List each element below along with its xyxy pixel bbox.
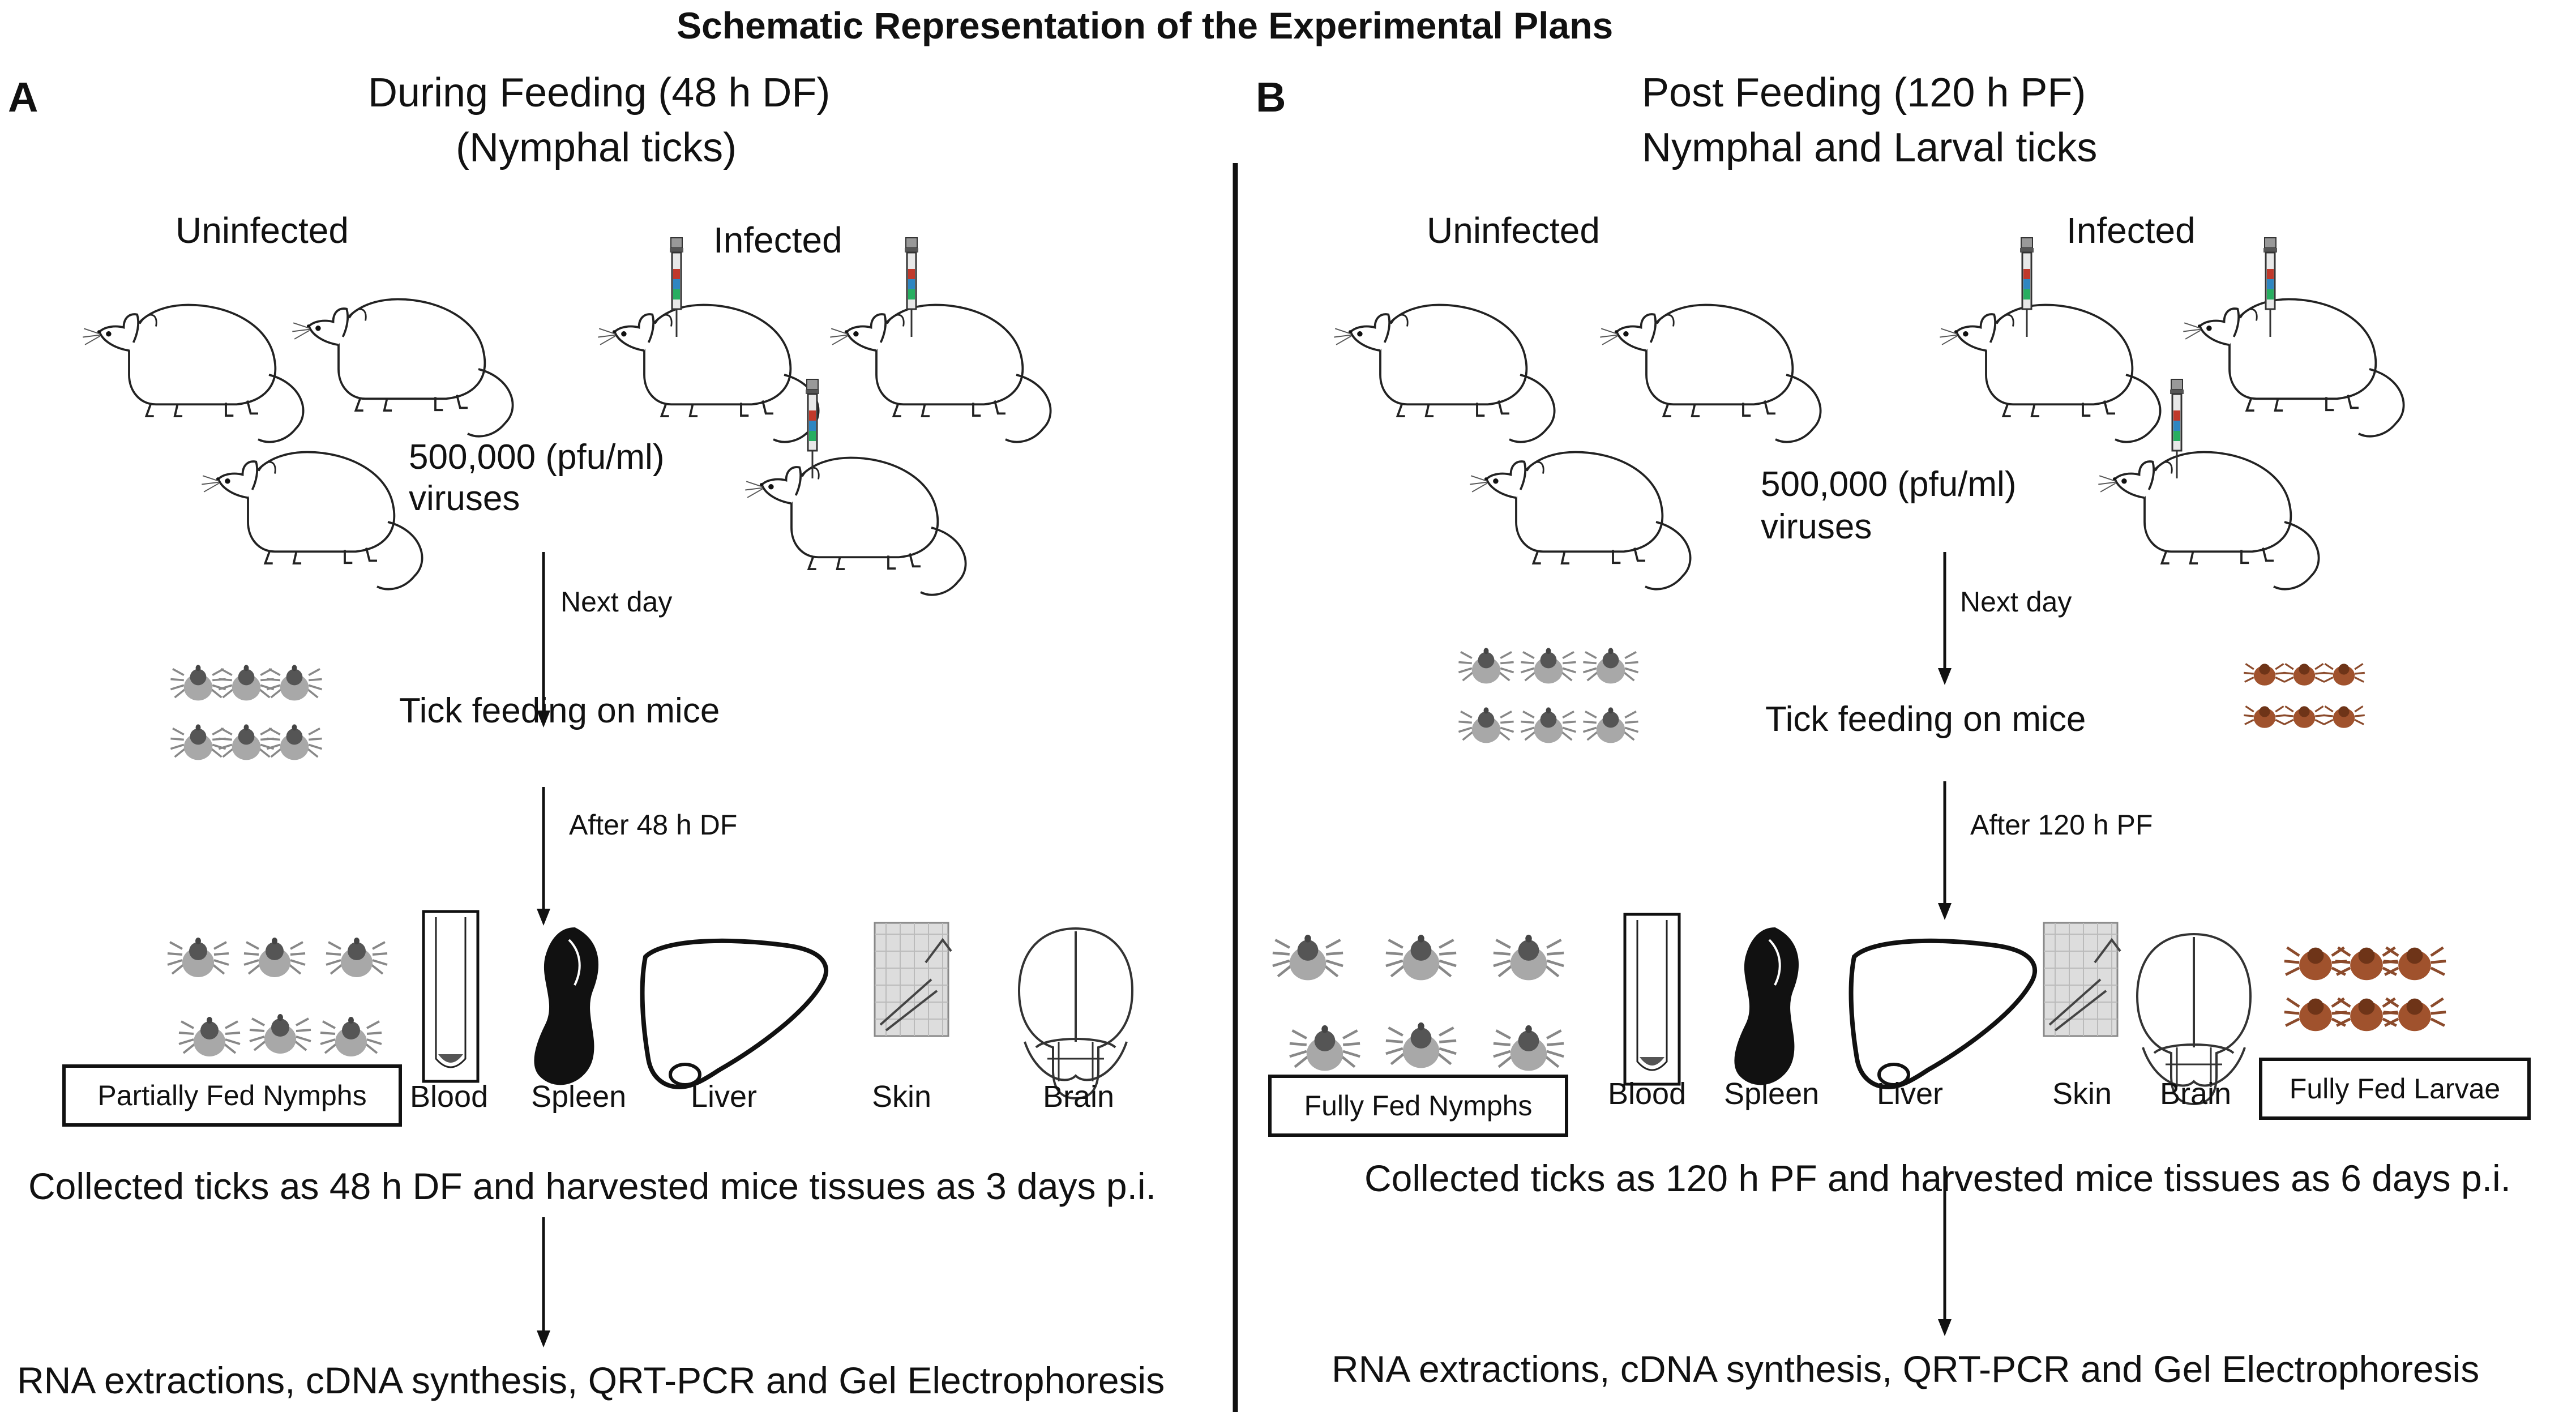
mouse-icon xyxy=(2097,451,2320,591)
blood-tube-icon xyxy=(423,912,478,1081)
brain-icon xyxy=(1018,927,1133,1099)
step-after-b: After 120 h PF xyxy=(1970,809,2153,841)
skin-icon xyxy=(874,922,952,1037)
collected-text-b: Collected ticks as 120 h PF and harveste… xyxy=(1364,1157,2511,1199)
fully-fed-nymphs-b xyxy=(1273,935,1564,1071)
mouse-icon xyxy=(1939,303,2162,443)
mouse-icon xyxy=(744,456,967,596)
tissue-spleen-a: Spleen xyxy=(531,1080,627,1114)
tissue-skin-a: Skin xyxy=(872,1080,932,1114)
tissue-brain-b: Brain xyxy=(2160,1077,2232,1111)
tissue-skin-b: Skin xyxy=(2052,1077,2112,1111)
step-next-day-b: Next day xyxy=(1960,586,2072,618)
mouse-icon xyxy=(1469,451,1692,591)
blood-tube-icon xyxy=(1625,914,1679,1084)
fully-fed-larvae-box: Fully Fed Larvae xyxy=(2259,1058,2531,1120)
figure-title: Schematic Representation of the Experime… xyxy=(677,5,1614,46)
partially-fed-nymphs-box: Partially Fed Nymphs xyxy=(62,1064,402,1127)
mouse-icon xyxy=(82,303,305,443)
step-after-a: After 48 h DF xyxy=(569,809,738,841)
infected-label-b: Infected xyxy=(2066,210,2196,251)
tissue-blood-a: Blood xyxy=(410,1080,489,1114)
spleen-icon xyxy=(1734,927,1799,1085)
fully-fed-nymphs-box: Fully Fed Nymphs xyxy=(1268,1075,1568,1137)
panel-a-heading-line2: (Nymphal ticks) xyxy=(456,125,737,170)
panel-b-heading-line1: Post Feeding (120 h PF) xyxy=(1642,70,2086,115)
panel-letter-a: A xyxy=(8,74,38,121)
uninfected-label-a: Uninfected xyxy=(176,210,349,251)
skin-icon xyxy=(2043,922,2121,1037)
uninfected-label-b: Uninfected xyxy=(1427,210,1600,251)
liver-icon xyxy=(1851,941,2035,1087)
larval-ticks-feeding-b xyxy=(2243,662,2366,729)
tick-feeding-b: Tick feeding on mice xyxy=(1765,700,2086,739)
fully-fed-larvae-b xyxy=(2284,948,2446,1032)
tissue-brain-a: Brain xyxy=(1043,1080,1115,1114)
virus-dose-a-line1: 500,000 (pfu/ml) xyxy=(409,438,665,477)
virus-dose-b-line2: viruses xyxy=(1761,507,1872,546)
tick-feeding-a: Tick feeding on mice xyxy=(399,691,720,730)
panel-a-heading-line1: During Feeding (48 h DF) xyxy=(368,70,831,115)
tissue-liver-b: Liver xyxy=(1877,1077,1944,1111)
final-step-b: RNA extractions, cDNA synthesis, QRT-PCR… xyxy=(1332,1348,2480,1390)
panel-b-heading-line2: Nymphal and Larval ticks xyxy=(1642,125,2098,170)
nymph-ticks-feeding-a xyxy=(169,664,323,761)
tissue-spleen-b: Spleen xyxy=(1724,1077,1820,1111)
virus-dose-b-line1: 500,000 (pfu/ml) xyxy=(1761,465,2017,504)
tissue-liver-a: Liver xyxy=(691,1080,758,1114)
panel-letter-b: B xyxy=(1256,74,1286,121)
mouse-icon xyxy=(1599,303,1822,443)
liver-icon xyxy=(643,941,827,1087)
virus-dose-a-line2: viruses xyxy=(409,479,520,518)
mouse-icon xyxy=(1333,303,1556,443)
mouse-icon xyxy=(2182,298,2405,438)
collected-text-a: Collected ticks as 48 h DF and harvested… xyxy=(28,1165,1156,1207)
mouse-icon xyxy=(291,298,514,438)
mouse-icon xyxy=(829,303,1052,443)
nymph-ticks-feeding-b xyxy=(1457,647,1640,744)
final-step-a: RNA extractions, cDNA synthesis, QRT-PCR… xyxy=(17,1359,1165,1401)
tissue-blood-b: Blood xyxy=(1608,1077,1687,1111)
mouse-icon xyxy=(200,451,423,591)
step-next-day-a: Next day xyxy=(560,586,673,618)
spleen-icon xyxy=(534,927,598,1085)
partially-fed-nymphs-a xyxy=(166,936,388,1058)
infected-label-a: Infected xyxy=(713,220,842,260)
mouse-icon xyxy=(597,303,820,443)
